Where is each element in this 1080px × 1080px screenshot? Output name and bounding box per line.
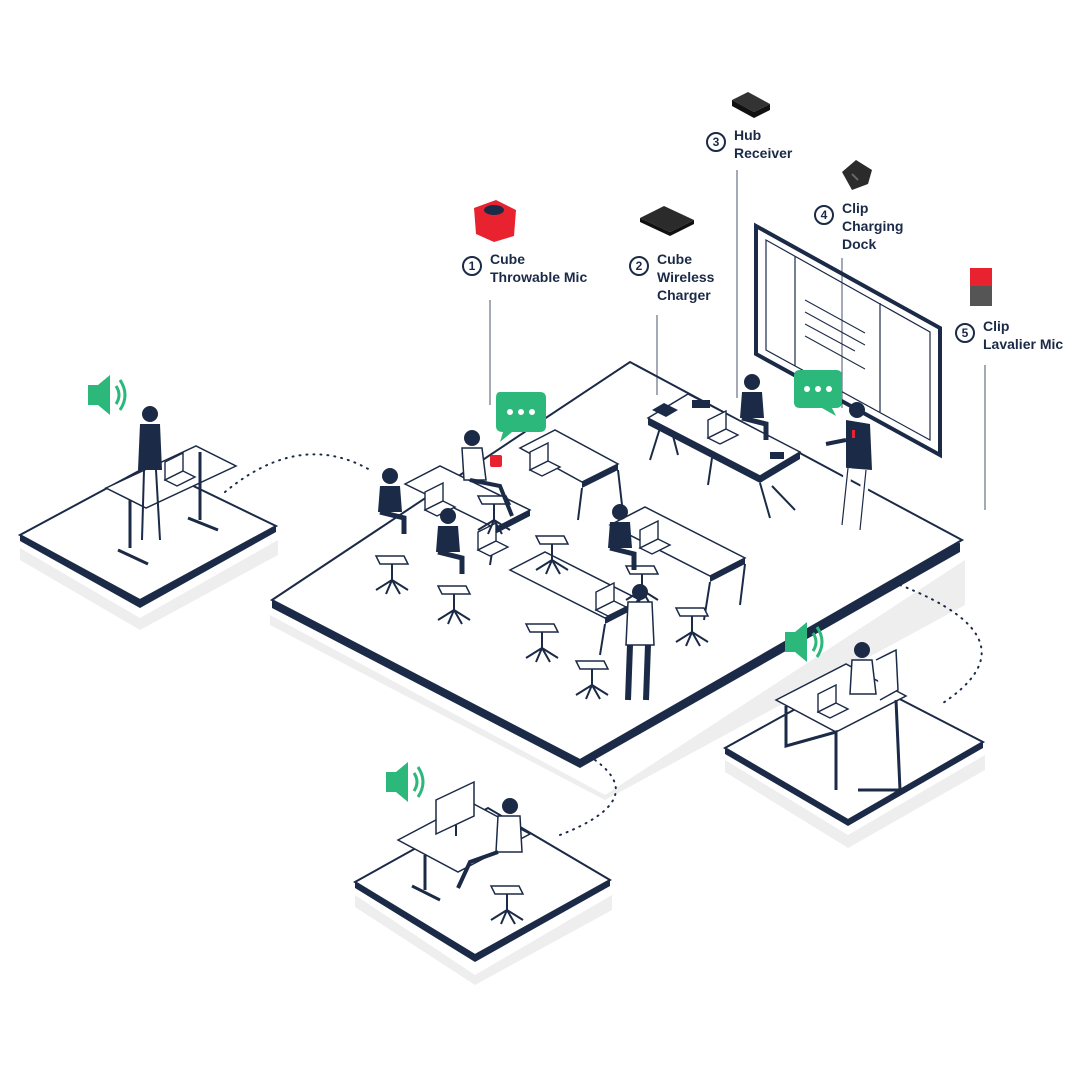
wireless-charger-icon: [640, 206, 694, 236]
charging-dock-icon: [842, 160, 872, 190]
device-name-line: Clip: [983, 318, 1010, 334]
remote-platform-left: [17, 406, 279, 630]
remote-platform-right: [722, 642, 986, 848]
speaker-icon: [386, 762, 425, 802]
device-name-line: Receiver: [734, 145, 793, 161]
presenter-table: [646, 374, 802, 519]
device-name-line: Hub: [734, 127, 762, 143]
hub-receiver-icon: [732, 92, 770, 118]
device-name-line: Dock: [842, 236, 877, 252]
number-badge: 1: [462, 256, 482, 276]
speaker-icon: [88, 375, 127, 415]
connection-lines: [224, 453, 983, 836]
presenter-person: [825, 402, 872, 531]
device-name-line: Cube: [490, 251, 525, 267]
device-name-line: Wireless: [657, 269, 715, 285]
number-badge: 5: [955, 323, 975, 343]
device-label-4: 4 Clip Charging Dock: [814, 199, 903, 253]
lavalier-mic-icon: [970, 268, 992, 306]
whiteboard: [754, 222, 942, 459]
number-badge: 3: [706, 132, 726, 152]
speaker-icon: [785, 622, 824, 662]
number-badge: 4: [814, 205, 834, 225]
chat-bubble-icon: [794, 370, 842, 416]
student-desks: [403, 429, 747, 656]
device-name-line: Lavalier Mic: [983, 336, 1064, 352]
device-name-line: Charging: [842, 218, 904, 234]
chat-bubble-icon: [496, 392, 546, 442]
remote-platform-bottom: [353, 780, 613, 985]
number-badge: 2: [629, 256, 649, 276]
red-cube-mic-icon: [474, 200, 516, 242]
device-name-line: Charger: [657, 287, 711, 303]
device-label-5: 5 Clip Lavalier Mic: [955, 317, 1063, 353]
device-label-1: 1 Cube Throwable Mic: [462, 250, 587, 286]
device-name-line: Cube: [657, 251, 692, 267]
device-label-3: 3 Hub Receiver: [706, 126, 792, 162]
device-label-2: 2 Cube Wireless Charger: [629, 250, 714, 304]
device-name-line: Throwable Mic: [490, 269, 588, 285]
device-name-line: Clip: [842, 200, 869, 216]
students: [375, 430, 709, 701]
